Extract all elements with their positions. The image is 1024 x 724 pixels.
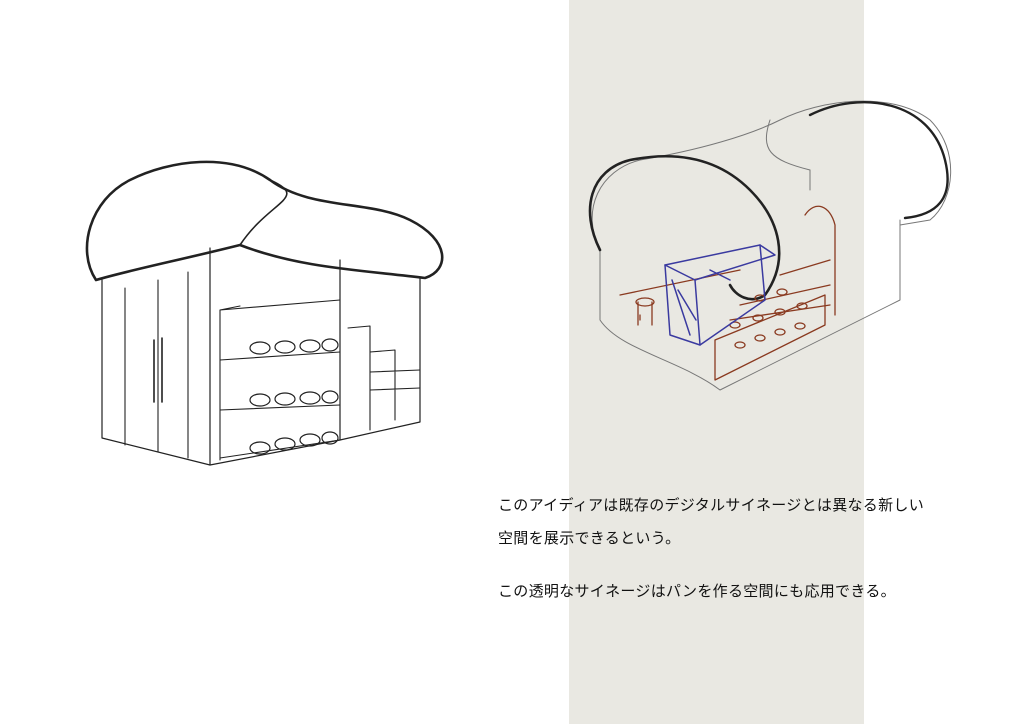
- caption-line-2: 空間を展示できるという。: [498, 529, 681, 547]
- transparent-kiosk-sketch: [588, 100, 952, 391]
- caption-line-3: この透明なサイネージはパンを作る空間にも応用できる。: [498, 582, 896, 600]
- background-band: [569, 0, 864, 724]
- bread-roof: [85, 160, 444, 282]
- caption-line-1: このアイディアは既存のデジタルサイネージとは異なる新しい: [498, 496, 925, 514]
- bakery-kiosk-sketch: [85, 160, 444, 466]
